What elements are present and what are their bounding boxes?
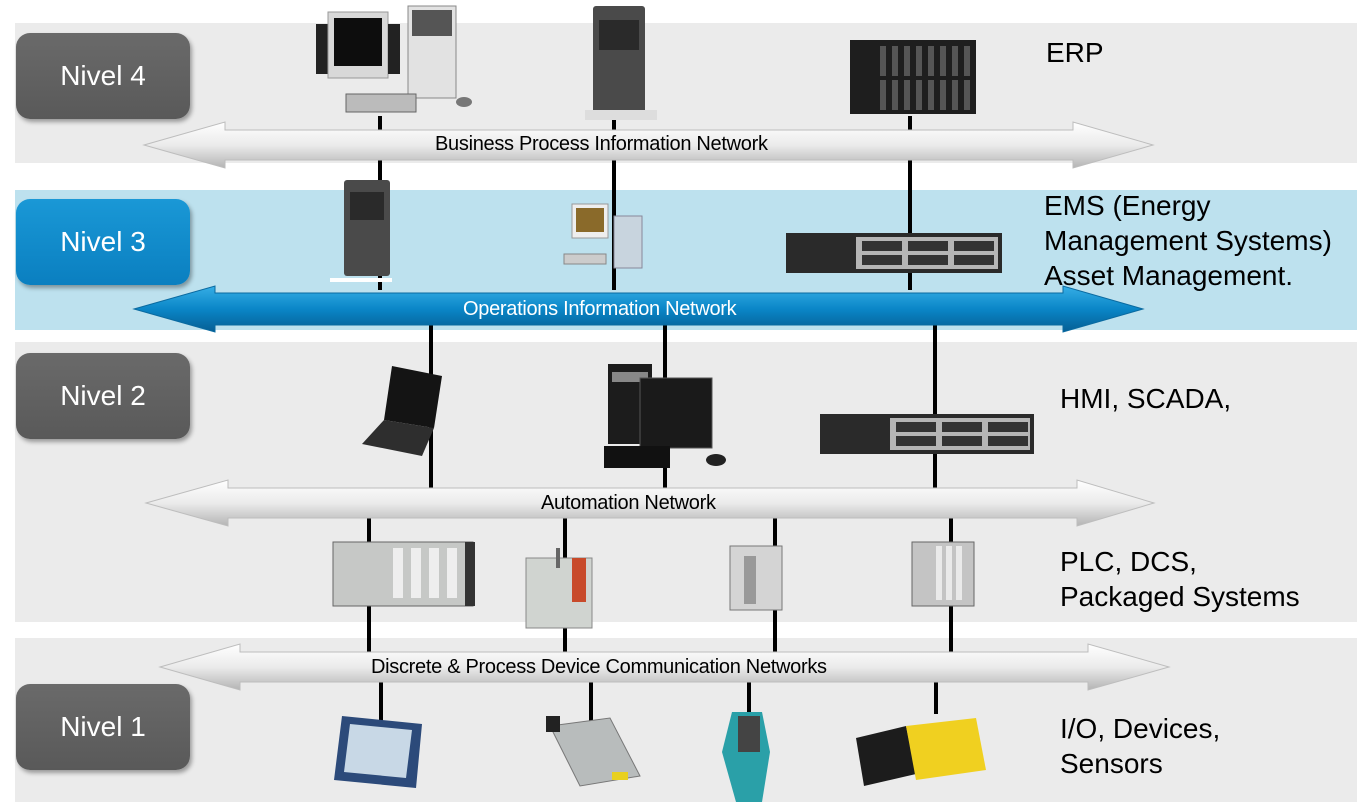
- compact-plc-icon: [729, 545, 783, 611]
- plc-rack-icon: [332, 541, 475, 607]
- description-line: HMI, SCADA,: [1060, 383, 1232, 414]
- description-line: EMS (Energy: [1044, 190, 1211, 221]
- business-network-arrow: [142, 121, 1155, 169]
- tower-server-icon: [585, 6, 657, 120]
- level-2-description: HMI, SCADA,: [1060, 381, 1231, 416]
- level-3-box: Nivel 3: [16, 199, 190, 285]
- description-line: Packaged Systems: [1060, 581, 1300, 612]
- blade-server-icon: [850, 40, 976, 114]
- description-line: I/O, Devices,: [1060, 713, 1221, 744]
- operations-network-label: Operations Information Network: [463, 298, 737, 320]
- description-line: Sensors: [1060, 748, 1163, 779]
- description-line: Asset Management.: [1044, 260, 1294, 291]
- level-2-box: Nivel 2: [16, 353, 190, 439]
- device-network-label: Discrete & Process Device Communication …: [371, 656, 827, 678]
- business-network-label: Business Process Information Network: [435, 133, 768, 155]
- level-4-box: Nivel 4: [16, 33, 190, 119]
- description-line: PLC, DCS,: [1060, 546, 1197, 577]
- level-2-extra-description: PLC, DCS, Packaged Systems: [1060, 544, 1300, 614]
- workstation-icon: [604, 364, 726, 468]
- tower-server-icon: [330, 180, 392, 282]
- rack-server-icon: [820, 414, 1034, 454]
- rack-server-icon: [786, 233, 1002, 273]
- level-1-description: I/O, Devices, Sensors: [1060, 711, 1220, 781]
- desktop-pc-icon: [316, 5, 472, 113]
- desktop-pc-icon: [563, 203, 643, 269]
- level-3-description: EMS (Energy Management Systems) Asset Ma…: [1044, 188, 1332, 293]
- handheld-terminal-icon: [334, 716, 422, 788]
- level-1-box: Nivel 1: [16, 684, 190, 770]
- operations-network-arrow: [132, 285, 1145, 333]
- servo-motor-icon: [546, 716, 641, 787]
- description-line: ERP: [1046, 37, 1104, 68]
- automation-network-arrow: [144, 479, 1156, 527]
- dcs-controller-icon: [911, 541, 975, 607]
- valve-actuator-icon: [722, 712, 770, 802]
- description-line: Management Systems): [1044, 225, 1332, 256]
- device-network-arrow: [158, 643, 1171, 691]
- laptop-icon: [362, 366, 442, 456]
- vision-camera-icon: [856, 718, 986, 786]
- packaged-machine-icon: [525, 548, 593, 629]
- automation-network-label: Automation Network: [541, 492, 716, 514]
- level-4-description: ERP: [1046, 35, 1104, 70]
